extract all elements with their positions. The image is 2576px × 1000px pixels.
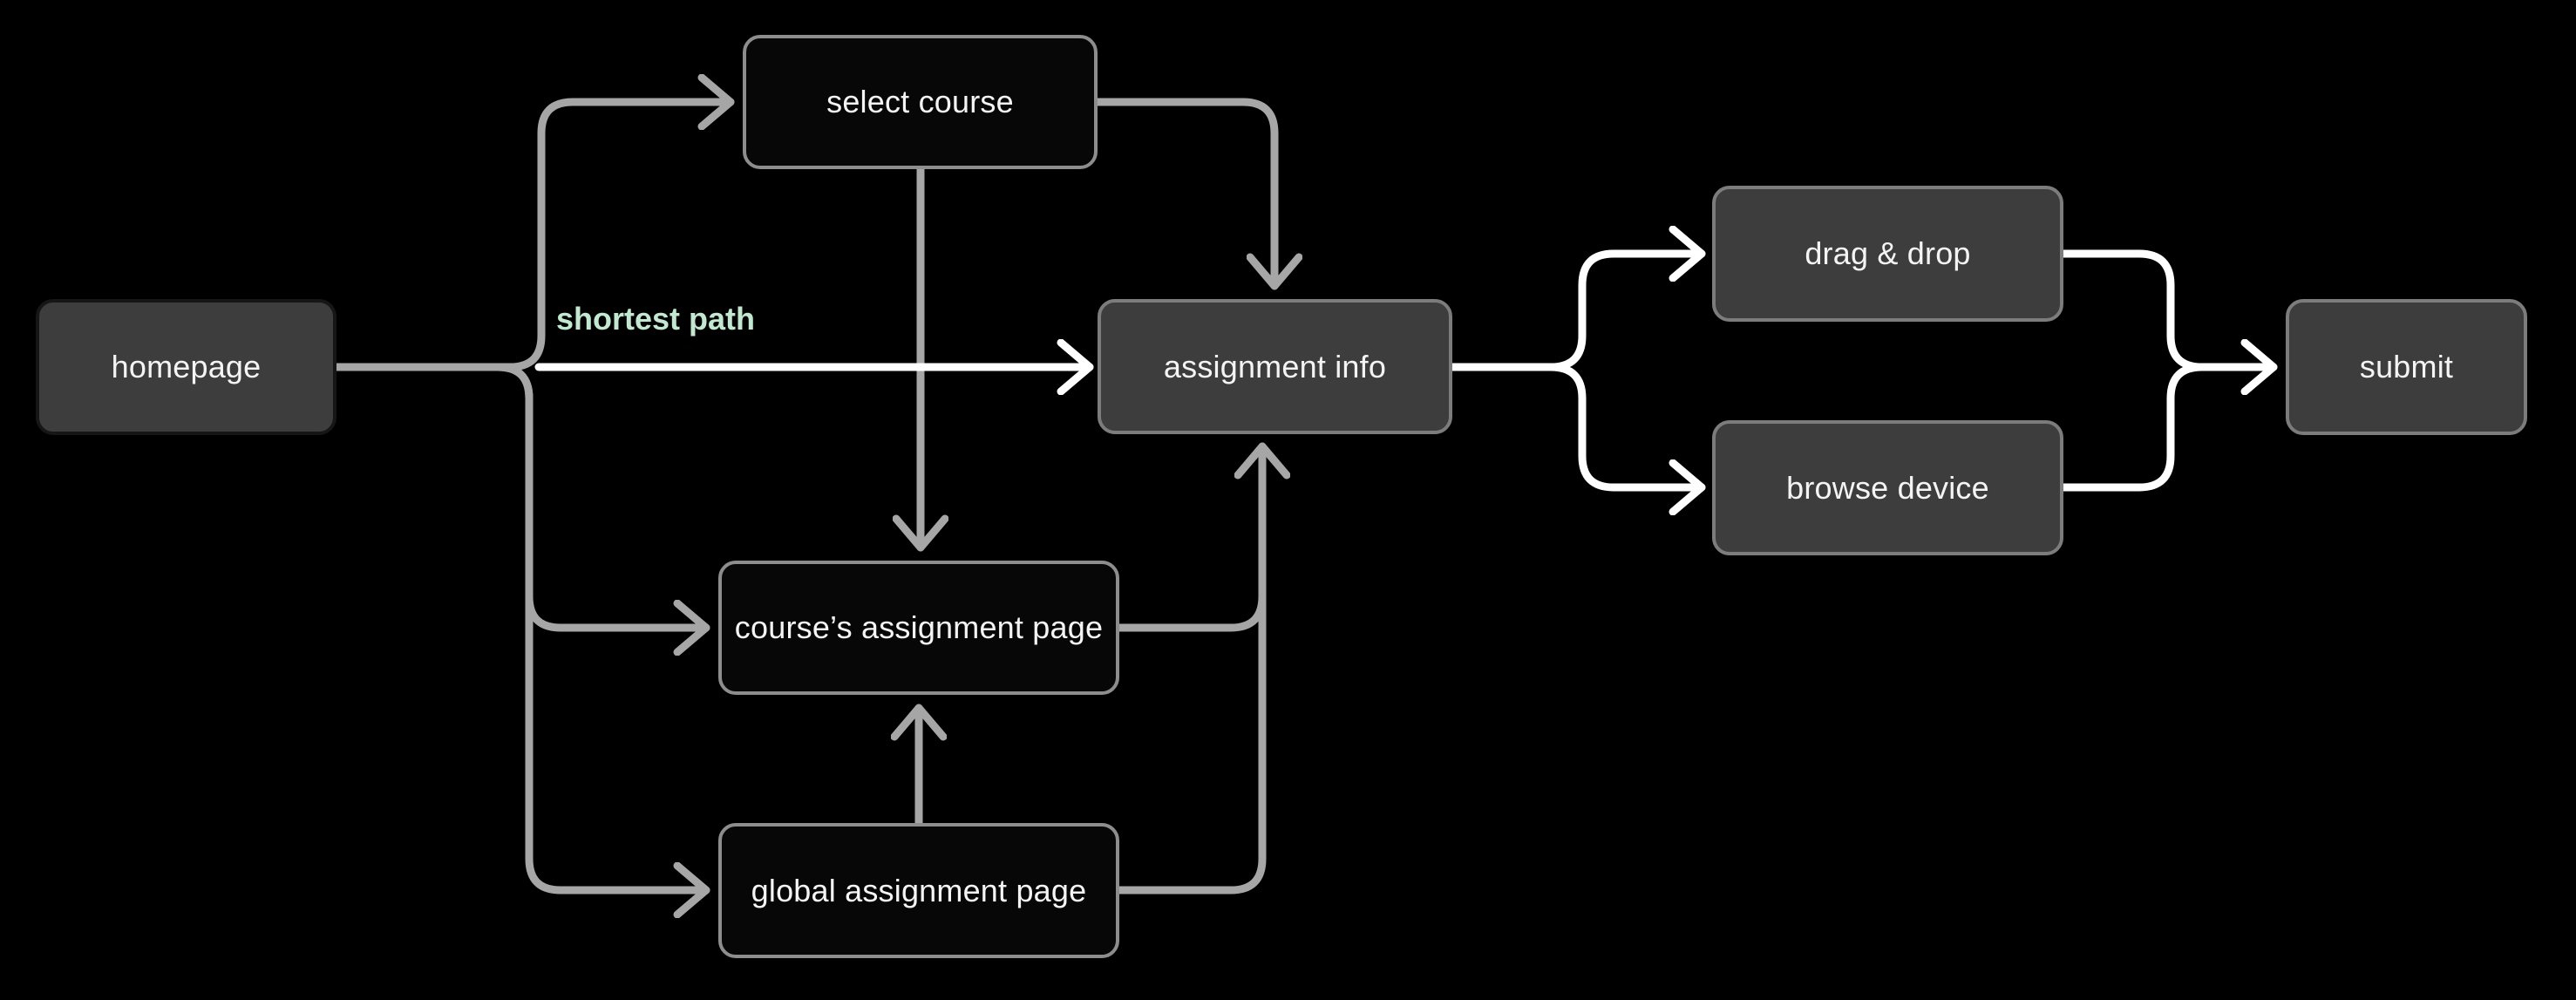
- edge-homepage-courses-page: [332, 363, 710, 628]
- node-courses-assignment-page: course’s assignment page: [718, 561, 1119, 695]
- edge-homepage-select-course: [332, 102, 735, 371]
- node-submit: submit: [2286, 299, 2527, 435]
- edge-label-shortest-path: shortest path: [550, 301, 761, 337]
- node-assignment-info: assignment info: [1098, 299, 1452, 434]
- node-global-assignment-page: global assignment page: [718, 823, 1119, 958]
- node-select-course: select course: [743, 35, 1098, 169]
- node-submit-label: submit: [2359, 349, 2454, 384]
- node-drag-drop: drag & drop: [1712, 186, 2063, 322]
- node-homepage-label: homepage: [111, 349, 262, 384]
- edge-drag-drop-submit: [2059, 249, 2278, 367]
- edge-select-course-assignment-info: [1093, 98, 1274, 290]
- node-assignment-info-label: assignment info: [1163, 348, 1387, 384]
- node-homepage: homepage: [36, 299, 336, 435]
- node-browse-device-label: browse device: [1786, 469, 1989, 506]
- edge-homepage-global-page: [332, 363, 710, 890]
- edge-assignment-info-drag-drop: [1448, 254, 1706, 371]
- edge-global-page-assignment-info: [1115, 442, 1262, 895]
- edge-browse-device-submit: [2059, 363, 2206, 492]
- edge-courses-page-assignment-info: [1115, 592, 1267, 632]
- node-browse-device: browse device: [1712, 420, 2063, 555]
- node-courses-assignment-page-label: course’s assignment page: [734, 609, 1104, 645]
- node-global-assignment-page-label: global assignment page: [751, 872, 1087, 908]
- node-drag-drop-label: drag & drop: [1805, 235, 1971, 271]
- edge-assignment-info-browse-device: [1448, 363, 1706, 487]
- node-select-course-label: select course: [826, 84, 1014, 119]
